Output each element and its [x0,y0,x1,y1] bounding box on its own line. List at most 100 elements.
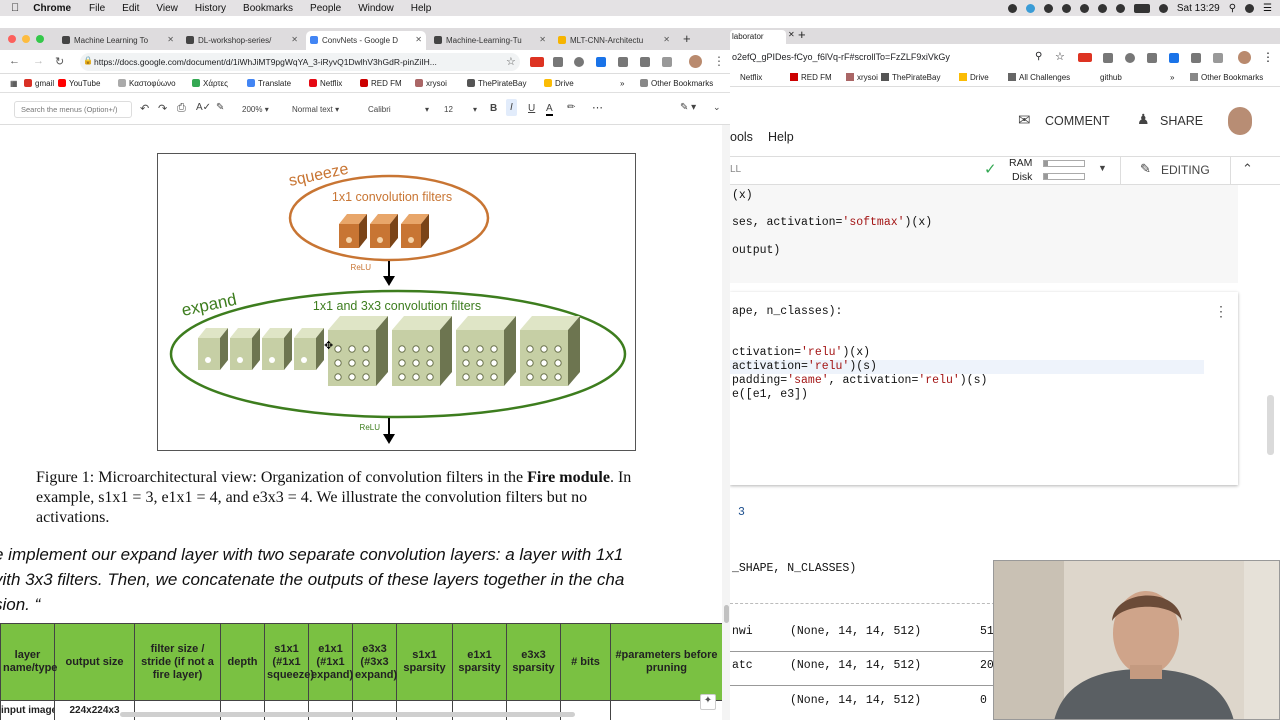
bluetooth-icon[interactable] [1079,3,1089,13]
zoom-window-button[interactable] [36,35,44,43]
menu-tools[interactable]: ools [730,130,753,144]
cell-more-icon[interactable]: ⋮ [1214,303,1228,319]
apps-icon[interactable]: ▦ [10,79,18,88]
volume-icon[interactable] [1115,3,1125,13]
bookmark-maps[interactable]: Χάρτες [192,79,228,88]
close-tab-icon[interactable]: ✕ [167,35,174,44]
scrollbar-thumb[interactable] [724,605,729,623]
close-tab-icon[interactable]: ✕ [291,35,298,44]
menu-help[interactable]: Help [768,130,794,144]
menu-history[interactable]: History [186,2,226,14]
extension-icon[interactable] [1213,53,1223,63]
toolbar-left-label[interactable]: LL [730,164,742,175]
minimize-window-button[interactable] [22,35,30,43]
bookmark-other[interactable]: Other Bookmarks [1190,73,1263,82]
close-tab-icon[interactable]: ✕ [663,35,670,44]
menu-help[interactable]: Help [402,2,432,14]
back-icon[interactable]: ← [9,55,20,67]
browser-tab-3-active[interactable]: ConvNets - Google D ✕ [306,31,426,50]
colab-tab[interactable]: laborator [730,30,786,44]
record-icon[interactable] [1007,3,1017,13]
close-tab-icon[interactable]: ✕ [415,35,422,44]
bookmark-xrysoi[interactable]: xrysoi [846,73,878,82]
extension-icon[interactable] [1125,53,1135,63]
comment-icon[interactable]: ✉ [1018,112,1031,129]
code-cell-1[interactable] [730,185,1238,283]
redo-icon[interactable]: ↷ [158,103,168,115]
profile-avatar[interactable] [689,55,702,68]
print-icon[interactable]: ⎙ [177,102,186,114]
bookmark-drive[interactable]: Drive [959,73,989,82]
underline-button[interactable]: U [528,103,536,114]
italic-button[interactable]: I [506,99,517,116]
code-cell-2-focused[interactable] [730,292,1238,485]
bookmark-github[interactable]: github [1100,73,1122,82]
more-bookmarks-icon[interactable]: » [1170,73,1175,82]
extension-icon[interactable] [618,57,628,67]
collapse-header-icon[interactable]: ⌃ [1242,161,1253,176]
bookmark-translate[interactable]: Translate [247,79,291,88]
flag-icon[interactable] [1158,3,1168,13]
comment-button[interactable]: COMMENT [1045,114,1110,128]
explore-icon[interactable]: ✦ [700,694,716,710]
bookmark-thepiratebay[interactable]: ThePirateBay [881,73,940,82]
bookmark-all-challenges[interactable]: All Challenges [1008,73,1070,82]
extension-icon[interactable] [596,57,606,67]
highlight-icon[interactable]: ✏ [567,102,576,113]
close-tab-icon[interactable]: ✕ [788,30,795,39]
bookmark-thepiratebay[interactable]: ThePirateBay [467,79,526,88]
font-select-arrow-icon[interactable]: ▾ [425,105,430,114]
app-status-icon[interactable] [1025,3,1035,13]
menu-window[interactable]: Window [349,2,394,14]
paint-format-icon[interactable]: ✎ [216,102,225,113]
browser-tab-1[interactable]: Machine Learning To ✕ [58,31,178,50]
menu-bookmarks[interactable]: Bookmarks [234,2,293,14]
close-window-button[interactable] [8,35,16,43]
extension-icon[interactable] [1191,53,1201,63]
style-select[interactable]: Normal text ▾ [292,105,340,114]
extension-icon[interactable] [574,57,584,67]
collapse-toolbar-icon[interactable]: ⌄ [713,102,721,112]
resources-dropdown-icon[interactable]: ▼ [1098,163,1107,173]
bookmark-drive[interactable]: Drive [544,79,574,88]
more-tools-icon[interactable]: ⋯ [592,102,603,114]
notification-icon[interactable]: ☰ [1263,2,1272,14]
share-icon[interactable]: ♟ [1137,111,1150,127]
sync-icon[interactable] [1061,3,1071,13]
notebook-scrollbar[interactable] [1267,395,1274,455]
star-icon[interactable]: ☆ [1055,51,1065,63]
bookmark-kastofyono[interactable]: Καστοφύωνο [118,79,176,88]
apple-icon[interactable]:  [11,2,19,14]
url-field[interactable]: 🔒 https://docs.google.com/document/d/1iW… [80,53,520,71]
quote-paragraph[interactable]: e implement our expand layer with two se… [0,542,722,617]
bookmark-redfm[interactable]: RED FM [790,73,832,82]
extension-icon[interactable] [1103,53,1113,63]
new-tab-icon[interactable]: + [683,31,691,46]
star-icon[interactable]: ☆ [506,56,516,68]
undo-icon[interactable]: ↶ [140,103,150,115]
bookmark-xrysoi[interactable]: xrysoi [415,79,447,88]
font-size-arrow-icon[interactable]: ▾ [473,105,478,114]
clock[interactable]: Sat 13:29 [1176,2,1220,14]
bold-button[interactable]: B [490,103,498,114]
menu-view[interactable]: View [148,2,178,14]
extension-icon[interactable] [1169,53,1179,63]
document-horizontal-scrollbar[interactable] [120,712,575,717]
browser-tab-2[interactable]: DL-workshop-series/ ✕ [182,31,302,50]
menu-people[interactable]: People [301,2,341,14]
spellcheck-icon[interactable]: A✓ [196,102,212,113]
bookmark-gmail[interactable]: gmail [24,79,54,88]
user-avatar[interactable] [1228,107,1252,135]
extension-icon[interactable] [640,57,650,67]
bookmark-youtube[interactable]: YouTube [58,79,100,88]
font-select[interactable]: Calibri [368,105,391,114]
wifi-icon[interactable] [1097,3,1107,13]
bookmark-other[interactable]: Other Bookmarks [640,79,713,88]
menu-edit[interactable]: Edit [113,2,139,14]
font-size-select[interactable]: 12 [444,105,453,114]
more-bookmarks-icon[interactable]: » [620,79,625,88]
extension-icon[interactable] [553,57,563,67]
zoom-select[interactable]: 200% ▾ [242,105,269,114]
menu-search-input[interactable]: Search the menus (Option+/) [14,101,132,118]
close-tab-icon[interactable]: ✕ [539,35,546,44]
